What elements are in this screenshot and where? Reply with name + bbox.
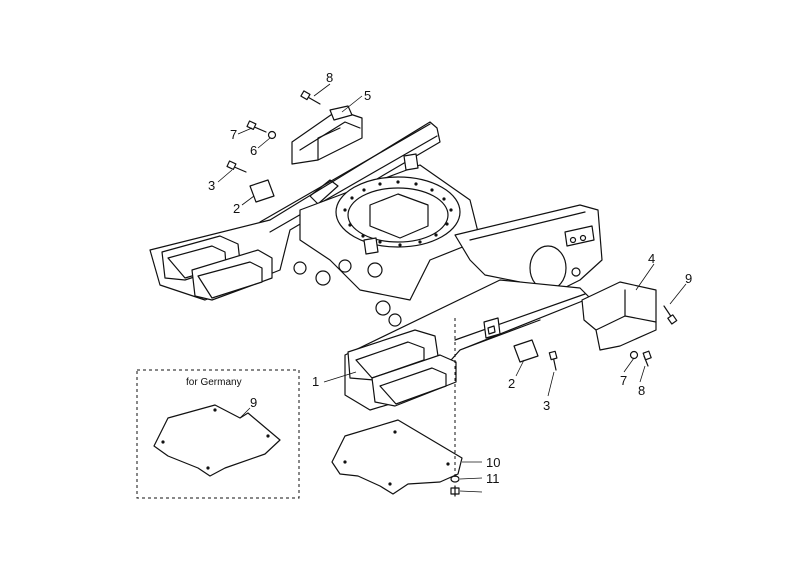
cover-plate-4 (581, 281, 657, 351)
plate-2-top (249, 179, 275, 203)
bolt-7-top-icon (246, 120, 267, 133)
callout-3-lower: 3 (543, 398, 550, 413)
callout-8-top: 8 (326, 70, 333, 85)
bolt-3-lower-icon (548, 350, 558, 371)
plate-2-lower (513, 339, 539, 363)
callout-9-main: 10 (486, 455, 500, 470)
callout-4: 4 (648, 251, 655, 266)
callout-9-inset: 9 (250, 395, 257, 410)
callout-8-right: 9 (685, 271, 692, 286)
callout-2-top: 2 (233, 201, 240, 216)
callout-10: 11 (486, 471, 500, 486)
callout-6-right: 7 (620, 373, 627, 388)
bolt-11-icon (450, 485, 460, 497)
washer-6-right-icon (629, 350, 639, 360)
callout-3-top: 3 (208, 178, 215, 193)
germany-inset: for Germany (136, 369, 300, 499)
turntable-bolt-holes (343, 180, 453, 247)
callout-5: 5 (364, 88, 371, 103)
bolt-3-top-icon (226, 160, 247, 173)
callout-7-top: 7 (230, 127, 237, 142)
bottom-plate-9 (331, 419, 463, 495)
callout-2-lower: 2 (508, 376, 515, 391)
inset-frame (136, 369, 300, 499)
callout-6-top: 6 (250, 143, 257, 158)
leader-lines (217, 83, 687, 493)
callouts: 8 5 7 6 3 2 4 9 1 2 7 8 3 9 10 11 (208, 70, 692, 486)
bolt-8-right-icon (663, 305, 678, 325)
cover-plate-5 (291, 105, 363, 165)
callout-1: 1 (312, 374, 319, 389)
inset-title: for Germany (186, 377, 242, 388)
inset-plate-9 (153, 404, 281, 477)
callout-7-right: 8 (638, 383, 645, 398)
bolt-8-top-icon (300, 90, 321, 105)
washer-6-top-icon (267, 130, 277, 140)
bolt-7-right-icon (642, 350, 652, 367)
undercarriage-frame (149, 121, 603, 411)
